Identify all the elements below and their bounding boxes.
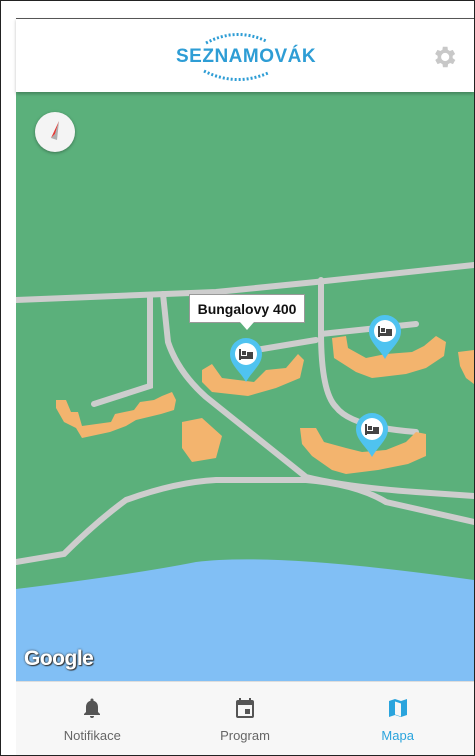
buildings — [56, 336, 474, 474]
seznamovak-logo: SEZNAMOVÁK — [176, 29, 317, 83]
bed-icon — [230, 338, 262, 382]
map-pin[interactable] — [366, 312, 404, 360]
google-attribution: Google — [24, 647, 94, 670]
logo-ornament — [203, 32, 269, 82]
tooltip-label: Bungalovy 400 — [197, 300, 297, 317]
map-pin[interactable] — [353, 410, 391, 458]
tab-label: Program — [220, 728, 270, 743]
tab-program[interactable]: Program — [169, 682, 322, 755]
tab-notifikace[interactable]: Notifikace — [16, 682, 169, 755]
bottom-tab-bar: Notifikace Program Mapa — [16, 681, 474, 755]
tab-label: Notifikace — [63, 728, 121, 743]
tab-mapa[interactable]: Mapa — [321, 682, 474, 755]
map-canvas — [16, 262, 474, 681]
map-view[interactable]: Bungalovy 400 — [16, 92, 474, 681]
map-pin-bungalovy-400[interactable] — [227, 335, 265, 383]
compass-icon[interactable] — [35, 112, 75, 152]
map-icon — [388, 699, 407, 717]
roads — [16, 262, 474, 565]
marker-tooltip: Bungalovy 400 — [189, 294, 305, 330]
gear-icon[interactable] — [430, 43, 458, 71]
water-area — [16, 559, 474, 681]
tab-label: Mapa — [381, 728, 414, 743]
logo-text: SEZNAMOVÁK — [176, 46, 317, 67]
header-bar: SEZNAMOVÁK — [16, 18, 474, 92]
bed-icon — [356, 413, 388, 457]
bed-icon — [369, 315, 401, 359]
calendar-icon — [236, 698, 254, 718]
bell-icon — [84, 698, 101, 718]
